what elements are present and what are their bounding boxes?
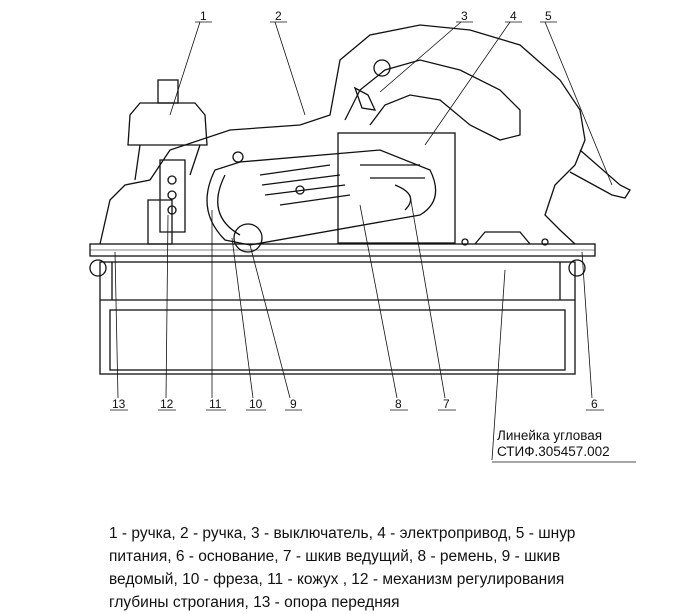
ruler-note-title: Линейка угловая bbox=[497, 428, 603, 443]
ruler-note: Линейка угловая СТИФ.305457.002 bbox=[497, 428, 610, 460]
callout-11: 11 bbox=[209, 397, 222, 411]
angle-ruler bbox=[89, 259, 586, 375]
callout-4: 4 bbox=[510, 9, 517, 23]
base-plate bbox=[89, 231, 596, 257]
ruler-note-code: СТИФ.305457.002 bbox=[497, 444, 610, 459]
callout-1: 1 bbox=[200, 9, 207, 23]
legend-line: ведомый, 10 - фреза, 11 - кожух , 12 - м… bbox=[109, 571, 565, 588]
leader-lines bbox=[110, 21, 636, 463]
callout-3: 3 bbox=[461, 9, 468, 23]
callout-2: 2 bbox=[275, 9, 282, 23]
callout-9: 9 bbox=[290, 397, 297, 411]
callout-12: 12 bbox=[160, 397, 174, 411]
legend-line: глубины строгания, 13 - опора передняя bbox=[109, 594, 400, 611]
callout-labels: 1 2 3 4 5 6 7 8 9 10 11 12 13 bbox=[112, 9, 598, 411]
callout-13: 13 bbox=[112, 397, 126, 411]
legend-line: 1 - ручка, 2 - ручка, 3 - выключатель, 4… bbox=[109, 525, 576, 542]
legend-line: питания, 6 - основание, 7 - шкив ведущий… bbox=[109, 548, 561, 565]
callout-8: 8 bbox=[395, 397, 402, 411]
parts-legend: 1 - ручка, 2 - ручка, 3 - выключатель, 4… bbox=[109, 522, 669, 614]
callout-5: 5 bbox=[545, 9, 552, 23]
callout-10: 10 bbox=[249, 397, 263, 411]
callout-7: 7 bbox=[443, 397, 450, 411]
planer-body bbox=[99, 24, 631, 253]
callout-6: 6 bbox=[591, 397, 598, 411]
